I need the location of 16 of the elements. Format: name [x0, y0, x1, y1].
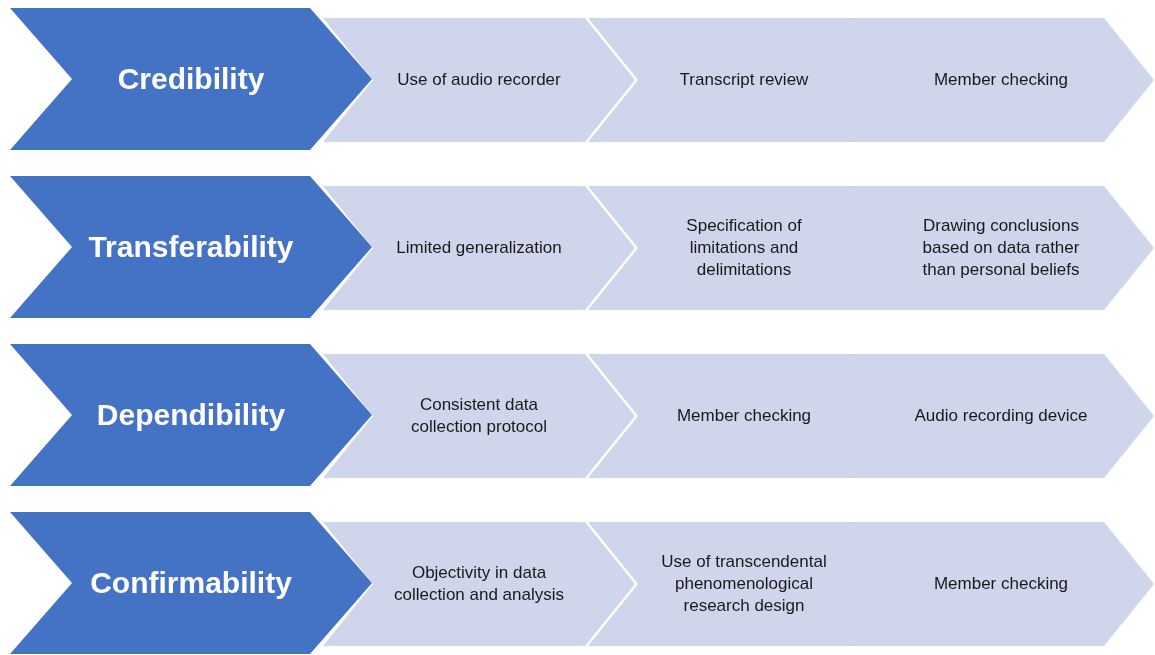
- step-label: Consistent data collection protocol: [409, 393, 549, 438]
- step-label: Drawing conclusions based on data rather than personal beliefs: [921, 214, 1081, 282]
- category-label: Transferability: [88, 230, 294, 264]
- step-label: Objectivity in data collection and analysis: [392, 561, 566, 606]
- step-label: Member checking: [932, 572, 1070, 595]
- category-label: Dependibility: [96, 398, 286, 432]
- step-label: Member checking: [675, 404, 813, 427]
- step-label: Transcript review: [678, 68, 810, 91]
- step-label: Limited generalization: [395, 236, 563, 259]
- step-label: Use of audio recorder: [396, 68, 562, 91]
- category-label: Confirmability: [90, 566, 292, 600]
- step-label: Audio recording device: [913, 404, 1089, 427]
- step-label: Specification of limitations and delimitations: [685, 214, 803, 282]
- step-label: Use of transcendental phenomenological research design: [660, 550, 828, 618]
- step-label: Member checking: [932, 68, 1070, 91]
- category-label: Credibility: [117, 62, 265, 96]
